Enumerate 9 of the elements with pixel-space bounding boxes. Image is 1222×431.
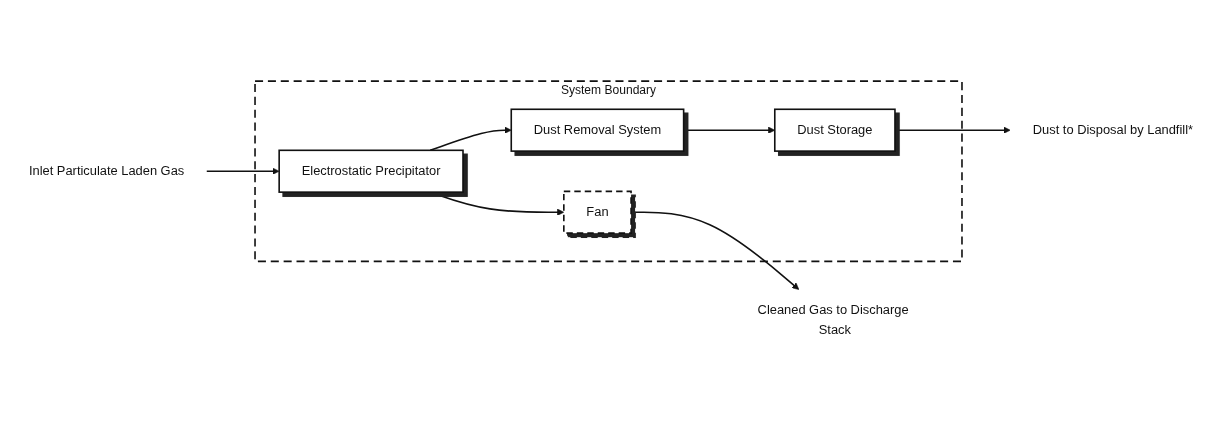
node-text: Inlet Particulate Laden Gas (28, 163, 185, 178)
node-text: Cleaned Gas to Discharge Stack (757, 302, 909, 336)
node-text: Dust to Disposal by Landfill* (1032, 122, 1194, 137)
node-box: Dust Removal System (510, 108, 685, 152)
node-box: Dust Storage (773, 108, 896, 152)
node-box: Electrostatic Precipitator (278, 149, 464, 193)
arrow (894, 126, 1011, 134)
node-box: Fan (563, 190, 632, 234)
arrow (205, 167, 280, 175)
